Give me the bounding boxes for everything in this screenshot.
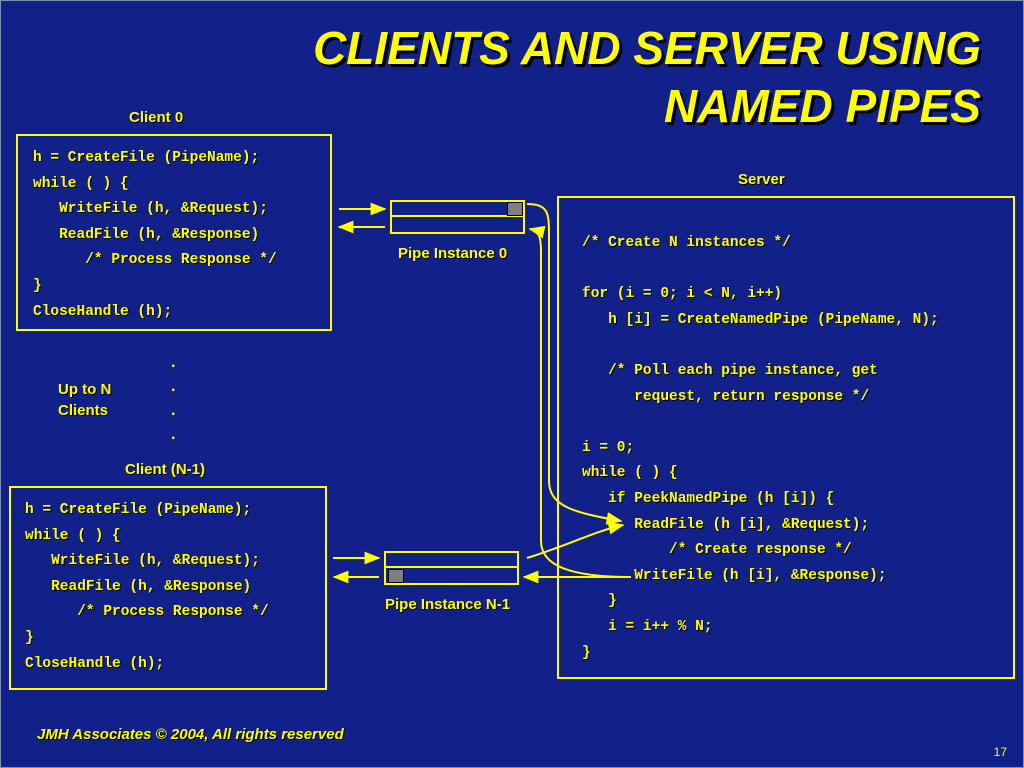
- client-0-code-line: while ( ) {: [33, 175, 129, 192]
- up-to-n-clients-label: Up to N Clients: [58, 379, 111, 421]
- server-code-line: i = 0;: [582, 439, 635, 456]
- client-n-1-code-line: }: [25, 629, 34, 646]
- client-n-1-code-line: h = CreateFile (PipeName);: [25, 502, 252, 518]
- pipe-instance-n-1-label: Pipe Instance N-1: [385, 596, 511, 613]
- pipe-instance-0: [390, 200, 525, 234]
- server-code-line: ReadFile (h [i], &Request);: [582, 516, 870, 533]
- client-0-code-line: }: [33, 277, 42, 294]
- dot: .: [171, 378, 176, 395]
- title-line-2: NAMED PIPES: [664, 80, 981, 132]
- server-code-line: request, return response */: [582, 388, 870, 405]
- pipe-0-server-end-plug: [507, 202, 523, 216]
- server-code-line: h [i] = CreateNamedPipe (PipeName, N);: [582, 311, 939, 328]
- client-n-1-box: [9, 486, 327, 690]
- client-n-1-code: h = CreateFile (PipeName); while ( ) { Wr…: [25, 498, 269, 677]
- client-0-code: h = CreateFile (PipeName); while ( ) { Wr…: [33, 146, 277, 325]
- dot: .: [171, 426, 176, 443]
- pipe-n-1-request-channel: [386, 553, 517, 568]
- server-code-line: /* Create N instances */: [582, 235, 791, 251]
- pipe-n-1-to-server-read-arrow: [526, 521, 625, 559]
- pipe-0-request-channel: [392, 202, 523, 217]
- page-number: 17: [993, 745, 1007, 759]
- client-0-code-line: /* Process Response */: [33, 252, 277, 269]
- client-n-1-code-line: ReadFile (h, &Response): [25, 578, 252, 595]
- server-code: /* Create N instances */ for (i = 0; i < …: [582, 231, 939, 666]
- server-label: Server: [738, 171, 785, 188]
- client-0-box: [16, 134, 332, 331]
- server-code-line: while ( ) {: [582, 465, 678, 482]
- server-code-line: if PeekNamedPipe (h [i]) {: [582, 490, 835, 507]
- dot: .: [171, 402, 176, 419]
- client-0-code-line: WriteFile (h, &Request);: [33, 201, 268, 218]
- pipe-instance-n-1: [384, 551, 519, 585]
- client-0-code-line: ReadFile (h, &Response): [33, 226, 260, 243]
- footer-copyright: JMH Associates © 2004, All rights reserv…: [37, 726, 344, 743]
- client-n-1-code-line: /* Process Response */: [25, 604, 269, 621]
- client-n-1-code-line: CloseHandle (h);: [25, 655, 165, 672]
- client-n-1-label: Client (N-1): [125, 461, 205, 478]
- title-line-1: CLIENTS AND SERVER USING: [313, 22, 981, 74]
- server-code-line: /* Poll each pipe instance, get: [582, 362, 878, 379]
- client-n-1-code-line: while ( ) {: [25, 527, 121, 544]
- client-0-code-line: CloseHandle (h);: [33, 303, 173, 320]
- server-code-line: WriteFile (h [i], &Response);: [582, 567, 887, 584]
- up-to-n-line-2: Clients: [58, 402, 109, 419]
- page-title: CLIENTS AND SERVER USING NAMED PIPES: [221, 19, 981, 135]
- up-to-n-line-1: Up to N: [58, 381, 112, 398]
- server-code-line: }: [582, 644, 591, 661]
- server-code-line: i = i++ % N;: [582, 618, 713, 635]
- server-box: [557, 196, 1015, 679]
- pipe-instance-0-label: Pipe Instance 0: [398, 245, 508, 262]
- ellipsis-dots: . . . .: [171, 351, 175, 447]
- server-code-line: /* Create response */: [582, 542, 852, 559]
- server-code-line: }: [582, 593, 617, 610]
- dot: .: [171, 354, 176, 371]
- client-0-code-line: h = CreateFile (PipeName);: [33, 150, 260, 166]
- client-n-1-code-line: WriteFile (h, &Request);: [25, 553, 260, 570]
- client-0-label: Client 0: [129, 109, 184, 126]
- server-code-line: for (i = 0; i < N, i++): [582, 286, 783, 303]
- pipe-0-to-server-read-arrow: [526, 203, 623, 525]
- pipe-n-1-client-end-plug: [388, 569, 404, 583]
- server-write-to-pipe-0-arrow: [528, 225, 632, 578]
